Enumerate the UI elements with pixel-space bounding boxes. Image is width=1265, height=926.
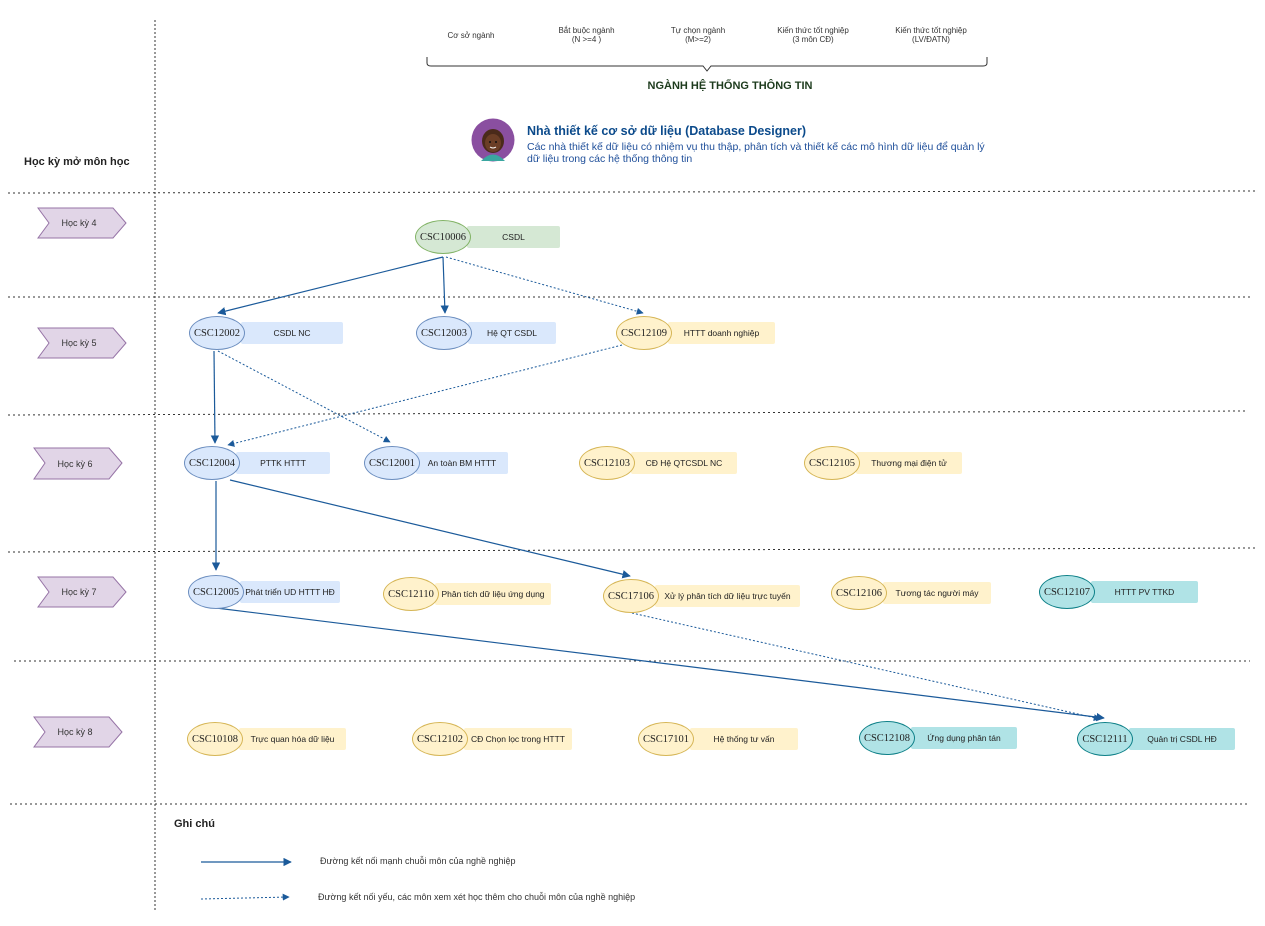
- course-code: CSC12103: [579, 446, 635, 480]
- course-code: CSC12106: [831, 576, 887, 610]
- course-code: CSC12004: [184, 446, 240, 480]
- course-name: Quản trị CSDL HĐ: [1129, 728, 1235, 750]
- course-code: CSC12002: [189, 316, 245, 350]
- edge-strong-csc12004-csc17106: [229, 479, 631, 579]
- notes-title: Ghi chú: [174, 818, 215, 830]
- legend-item-co-so: Cơ sở ngành: [447, 30, 495, 40]
- weak-link-note: Đường kết nối yếu, các môn xem xét học t…: [318, 892, 636, 902]
- semester-separator: [7, 190, 1256, 194]
- course-name: CSDL: [467, 226, 560, 248]
- course-code: CSC12111: [1077, 722, 1133, 756]
- course-code: CSC10108: [187, 722, 243, 756]
- course-name: Hệ QT CSDL: [468, 322, 556, 344]
- course-code: CSC17106: [603, 579, 659, 613]
- course-code: CSC12107: [1039, 575, 1095, 609]
- course-name: CĐ Chọn lọc trong HTTT: [464, 728, 572, 750]
- course-code: CSC12105: [804, 446, 860, 480]
- course-code: CSC10006: [415, 220, 471, 254]
- track-title: NGÀNH HỆ THỐNG THÔNG TIN: [647, 80, 813, 92]
- edge-weak-csc17106-csc12111: [631, 612, 1101, 722]
- course-code: CSC12003: [416, 316, 472, 350]
- course-name: PTTK HTTT: [236, 452, 330, 474]
- course-name: Phát triển UD HTTT HĐ: [240, 581, 340, 603]
- edge-strong-csc10006-csc12003: [440, 256, 449, 314]
- weak-link-sample: [200, 893, 290, 901]
- course-name: CĐ Hệ QTCSDL NC: [631, 452, 737, 474]
- role-name: Nhà thiết kế cơ sở dữ liệu (Database Des…: [527, 124, 806, 138]
- semester-separator: [7, 547, 1256, 553]
- course-name: Hệ thống tư vấn: [690, 728, 798, 750]
- semester-header: Học kỳ mở môn học: [24, 156, 130, 168]
- role-description: Các nhà thiết kế dữ liệu có nhiệm vụ thu…: [527, 141, 985, 165]
- edge-strong-csc12005-csc12111: [215, 607, 1105, 722]
- legend-item-bat-buoc: Bắt buộc ngành(N >=4 ): [558, 26, 615, 44]
- course-code: CSC12001: [364, 446, 420, 480]
- course-code: CSC12108: [859, 721, 915, 755]
- course-name: Thương mại điện tử: [856, 452, 962, 474]
- course-name: Trực quan hóa dữ liệu: [239, 728, 346, 750]
- course-code: CSC17101: [638, 722, 694, 756]
- course-name: HTTT doanh nghiệp: [668, 322, 775, 344]
- edge-weak-csc10006-csc12109: [445, 256, 644, 315]
- course-name: Tương tác người máy: [883, 582, 991, 604]
- course-code: CSC12110: [383, 577, 439, 611]
- legend-brace: [426, 57, 988, 72]
- course-name: Ứng dụng phân tán: [911, 727, 1017, 749]
- legend-item-ktn-cd: Kiến thức tốt nghiệp(3 môn CĐ): [777, 26, 849, 44]
- course-name: Phân tích dữ liệu ứng dụng: [435, 583, 551, 605]
- course-code: CSC12005: [188, 575, 244, 609]
- course-name: Xử lý phân tích dữ liệu trực tuyến: [655, 585, 800, 607]
- edge-weak-csc12002-csc12001: [217, 350, 391, 443]
- edge-strong-csc10006-csc12002: [217, 256, 444, 316]
- course-code: CSC12102: [412, 722, 468, 756]
- course-code: CSC12109: [616, 316, 672, 350]
- semester-label-hk4: Học kỳ 4: [37, 207, 127, 239]
- person-avatar-icon: [471, 118, 515, 162]
- legend-item-tu-chon: Tự chọn ngành(M>=2): [670, 26, 726, 44]
- legend-item-ktn-lv: Kiến thức tốt nghiệp(LV/ĐATN): [895, 26, 967, 44]
- course-name: CSDL NC: [241, 322, 343, 344]
- course-name: HTTT PV TTKD: [1091, 581, 1198, 603]
- semester-separator: [7, 410, 1246, 416]
- course-name: An toàn BM HTTT: [416, 452, 508, 474]
- edge-weak-csc12109-csc12004: [227, 344, 623, 447]
- edge-strong-csc12002-csc12004: [210, 350, 220, 444]
- semester-label-hk7: Học kỳ 7: [37, 576, 127, 608]
- strong-link-note: Đường kết nối mạnh chuỗi môn của nghề ng…: [320, 856, 516, 866]
- semester-label-hk8: Học kỳ 8: [33, 716, 123, 748]
- semester-label-hk5: Học kỳ 5: [37, 327, 127, 359]
- semester-label-hk6: Học kỳ 6: [33, 447, 123, 480]
